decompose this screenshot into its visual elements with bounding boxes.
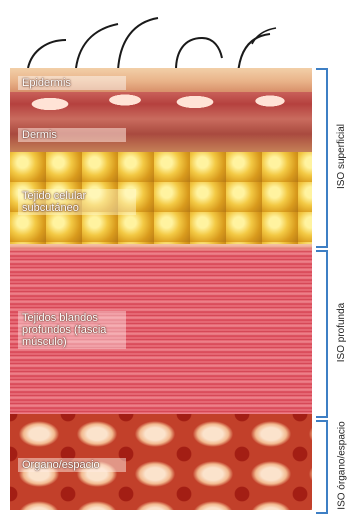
dermis-label: Dermis (18, 128, 126, 142)
hair-1 (28, 40, 66, 68)
epidermis-label: Epidermis (18, 76, 126, 90)
superficial-bracket (316, 68, 328, 248)
dermis-layer (10, 92, 312, 152)
organ-space-bracket-label: ISO órgano/espacio (337, 421, 348, 509)
superficial-bracket-label: ISO superficial (337, 123, 348, 188)
subcutaneous-label: Tejido celular subcutáneo (18, 189, 136, 215)
hair-3 (118, 18, 158, 70)
organ-space-bracket-label-wrap: ISO órgano/espacio (332, 420, 352, 510)
deep-bracket-label-wrap: ISO profunda (332, 250, 352, 414)
hair-2 (76, 24, 118, 68)
superficial-bracket-label-wrap: ISO superficial (332, 68, 352, 244)
deep-bracket (316, 250, 328, 418)
deep-soft-tissue-label: Tejidos blandos profundos (fascia múscul… (18, 311, 126, 349)
organ-space-label: Organo/espacio (18, 458, 126, 472)
hair-4 (176, 38, 222, 70)
organ-space-bracket (316, 420, 328, 514)
deep-bracket-label: ISO profunda (337, 302, 348, 361)
